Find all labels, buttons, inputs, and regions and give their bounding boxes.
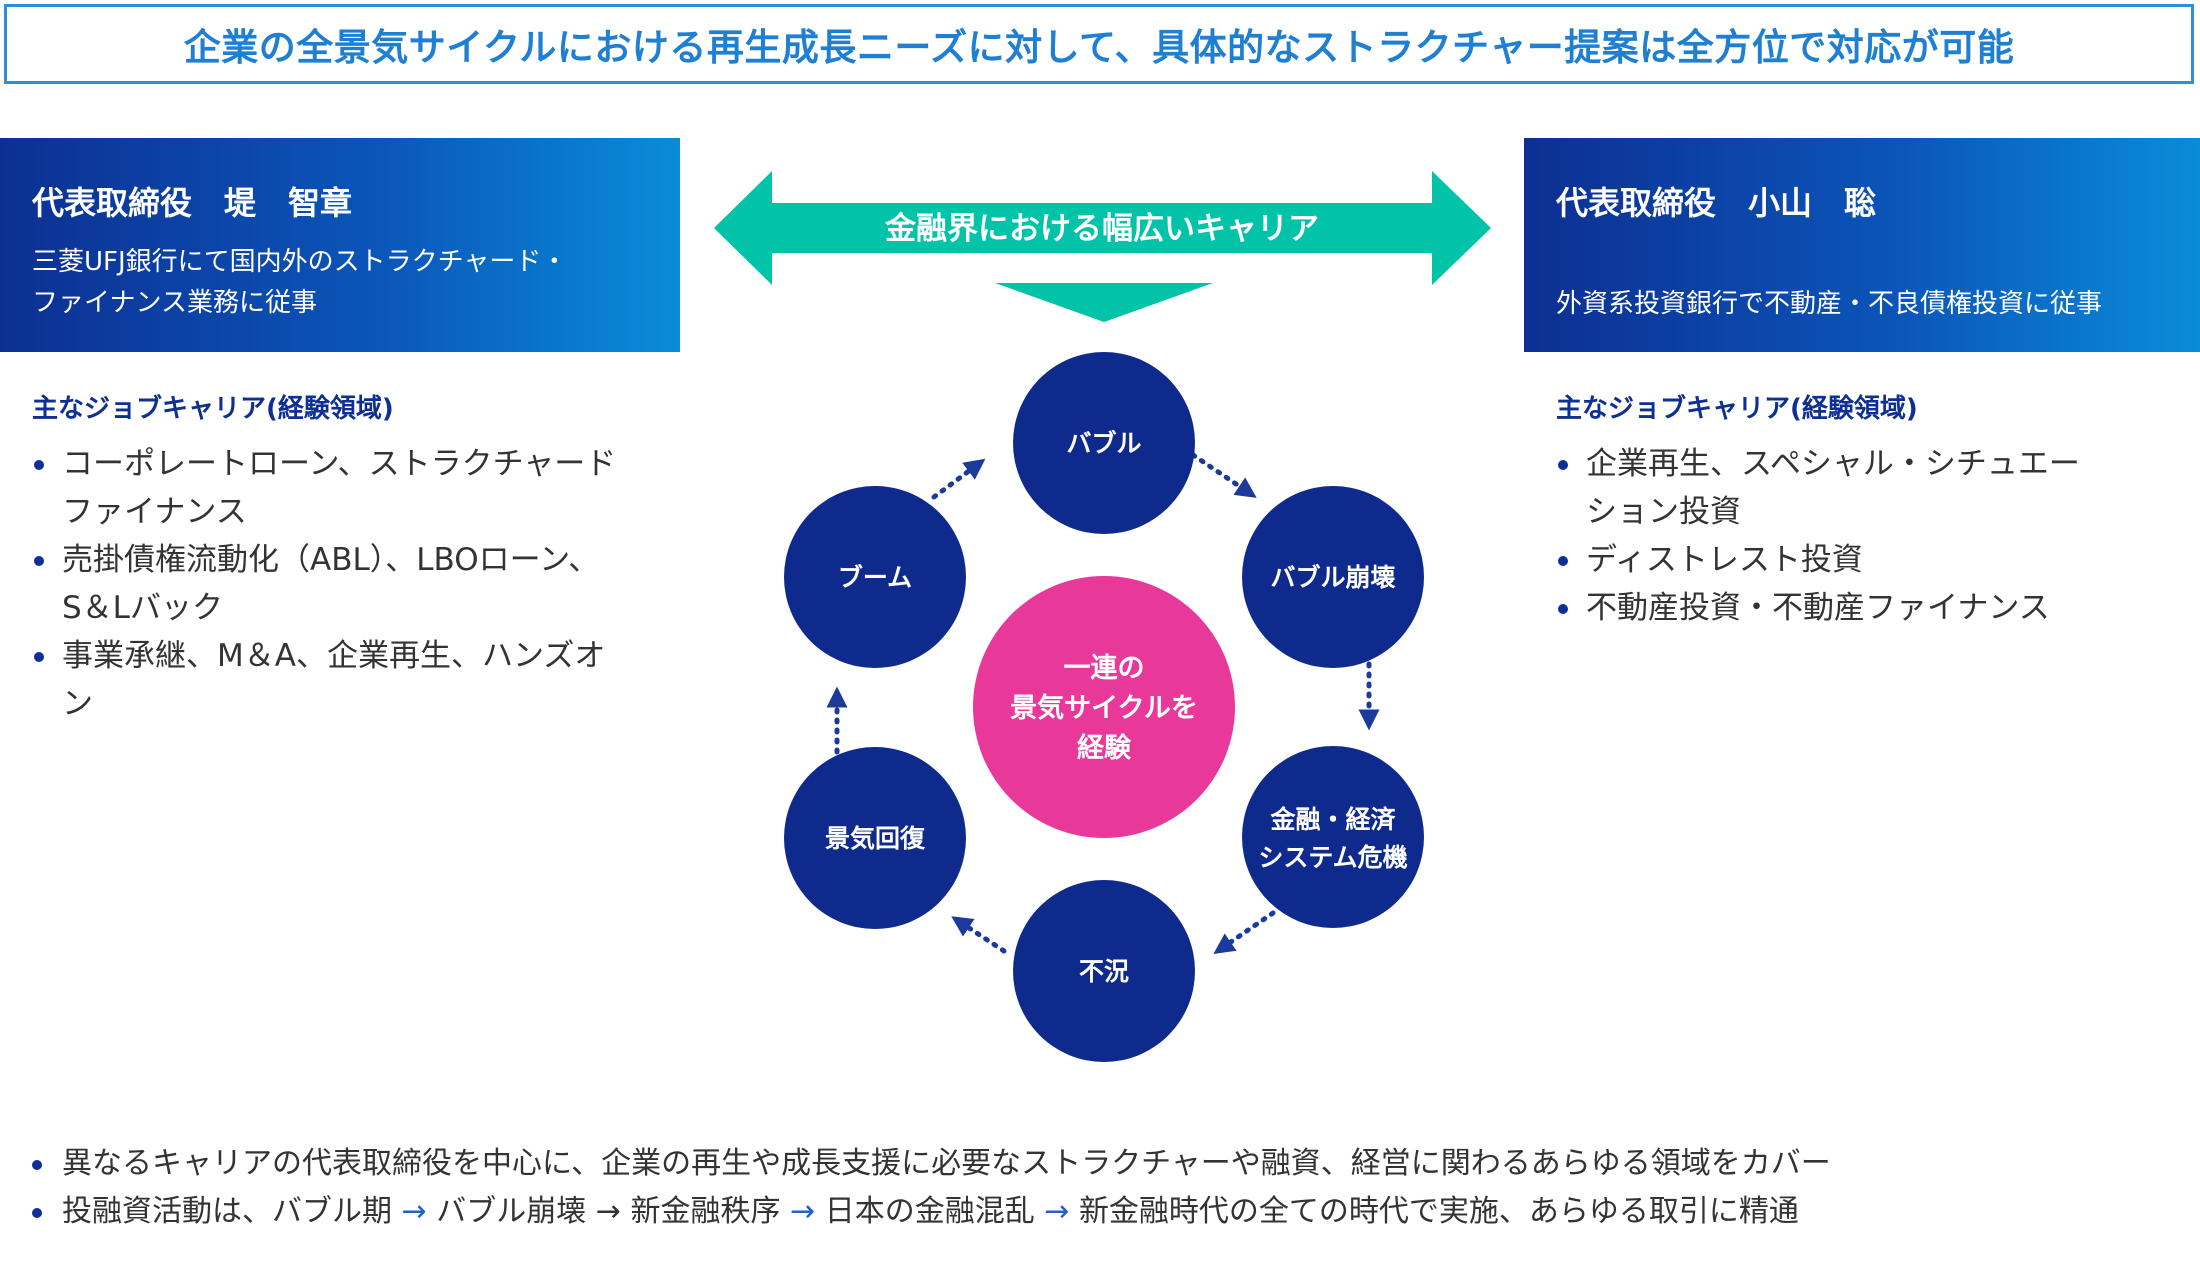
- center-circle: [973, 576, 1235, 838]
- arrow-right-icon: →: [401, 1194, 427, 1229]
- right-executive-box: 代表取締役 小山 聡 外資系投資銀行で不動産・不良債権投資に従事: [1524, 138, 2200, 352]
- banner-text: 企業の全景気サイクルにおける再生成長ニーズに対して、具体的なストラクチャー提案は…: [183, 26, 2015, 69]
- career-line: 売掛債権流動化（ABL）、LBOローン、: [62, 542, 600, 578]
- footer-item: 異なるキャリアの代表取締役を中心に、企業の再生や成長支援に必要なストラクチャーや…: [30, 1140, 1831, 1188]
- cycle-node-collapse: [1242, 486, 1424, 668]
- left-executive-desc-line1: 三菱UFJ銀行にて国内外のストラクチャード・: [32, 247, 568, 277]
- left-executive-name: 代表取締役 堤 智章: [32, 184, 353, 222]
- down-triangle: [995, 283, 1213, 322]
- connector-crisis-recession: [1213, 910, 1276, 954]
- right-executive-desc: 外資系投資銀行で不動産・不良債権投資に従事: [1556, 284, 2102, 325]
- right-career-list: 企業再生、スペシャル・シチュエー ション投資 ディストレスト投資 不動産投資・不…: [1556, 440, 2176, 632]
- cycle-node-bubble: [1013, 352, 1195, 534]
- cycle-label-recovery: 景気回復: [825, 824, 926, 853]
- list-item: 企業再生、スペシャル・シチュエー ション投資: [1556, 440, 2176, 536]
- arrow-right-icon: →: [595, 1194, 621, 1229]
- career-line: S＆Lバック: [62, 590, 223, 626]
- career-line: ン: [62, 686, 93, 722]
- right-executive-name: 代表取締役 小山 聡: [1556, 184, 1877, 222]
- cycle-node-crisis: [1242, 746, 1424, 928]
- cycle-node-recovery: [784, 747, 966, 929]
- center-label-line2: 景気サイクルを: [1010, 692, 1198, 724]
- career-line: コーポレートローン、ストラクチャード: [62, 446, 617, 482]
- cycle-label-collapse: バブル崩壊: [1270, 563, 1395, 592]
- cycle-label-crisis-line1: 金融・経済: [1269, 805, 1396, 834]
- cycle-label-boom: ブーム: [838, 563, 912, 592]
- career-line: 不動産投資・不動産ファイナンス: [1586, 590, 2050, 626]
- career-double-arrow: [714, 171, 1491, 285]
- footer-line2-part1: 投融資活動は、バブル期: [62, 1194, 392, 1229]
- career-line: ディストレスト投資: [1586, 542, 1863, 578]
- left-career-heading: 主なジョブキャリア(経験領域): [32, 394, 394, 424]
- footer-line2-part5: 新金融時代の全ての時代で実施、あらゆる取引に精通: [1078, 1194, 1799, 1229]
- cycle-node-boom: [784, 486, 966, 668]
- cycle-node-recession: [1013, 880, 1195, 1062]
- connector-recession-recovery: [951, 916, 1007, 954]
- footer-line1: 異なるキャリアの代表取締役を中心に、企業の再生や成長支援に必要なストラクチャーや…: [62, 1146, 1831, 1181]
- connector-bubble-collapse: [1190, 452, 1257, 498]
- right-career-heading: 主なジョブキャリア(経験領域): [1556, 394, 1918, 424]
- footer-line2-part2: バブル崩壊: [436, 1194, 587, 1229]
- cycle-label-crisis-line2: システム危機: [1258, 843, 1407, 872]
- left-executive-desc-line2: ファイナンス業務に従事: [32, 288, 317, 318]
- cycle-label-recession: 不況: [1079, 957, 1129, 986]
- footer-item: 投融資活動は、バブル期 → バブル崩壊 → 新金融秩序 → 日本の金融混乱 → …: [30, 1188, 1831, 1236]
- header-banner: 企業の全景気サイクルにおける再生成長ニーズに対して、具体的なストラクチャー提案は…: [4, 4, 2194, 84]
- cycle-label-bubble: バブル: [1066, 429, 1141, 458]
- footer-summary: 異なるキャリアの代表取締役を中心に、企業の再生や成長支援に必要なストラクチャーや…: [30, 1140, 1831, 1236]
- center-label-line1: 一連の: [1064, 653, 1145, 684]
- left-executive-desc: 三菱UFJ銀行にて国内外のストラクチャード・ ファイナンス業務に従事: [32, 242, 567, 324]
- left-career-list: コーポレートローン、ストラクチャード ファイナンス 売掛債権流動化（ABL）、L…: [32, 440, 672, 728]
- career-line: ファイナンス: [62, 494, 247, 530]
- career-line: ション投資: [1586, 494, 1741, 530]
- career-arrow-label: 金融界における幅広いキャリア: [884, 211, 1319, 247]
- list-item: 不動産投資・不動産ファイナンス: [1556, 584, 2176, 632]
- list-item: 事業承継、M＆A、企業再生、ハンズオ ン: [32, 632, 672, 728]
- footer-line2-part4: 日本の金融混乱: [824, 1194, 1035, 1229]
- connector-boom-bubble: [931, 458, 986, 500]
- career-line: 企業再生、スペシャル・シチュエー: [1586, 446, 2080, 482]
- center-label-line3: 経験: [1077, 732, 1132, 764]
- career-line: 事業承継、M＆A、企業再生、ハンズオ: [62, 638, 606, 674]
- right-executive-desc-line1: 外資系投資銀行で不動産・不良債権投資に従事: [1556, 289, 2103, 319]
- arrow-right-icon: →: [790, 1194, 816, 1229]
- list-item: 売掛債権流動化（ABL）、LBOローン、 S＆Lバック: [32, 536, 672, 632]
- list-item: ディストレスト投資: [1556, 536, 2176, 584]
- left-executive-box: 代表取締役 堤 智章 三菱UFJ銀行にて国内外のストラクチャード・ ファイナンス…: [0, 138, 680, 352]
- footer-line2-part3: 新金融秩序: [630, 1194, 781, 1229]
- arrow-right-icon: →: [1044, 1194, 1070, 1229]
- list-item: コーポレートローン、ストラクチャード ファイナンス: [32, 440, 672, 536]
